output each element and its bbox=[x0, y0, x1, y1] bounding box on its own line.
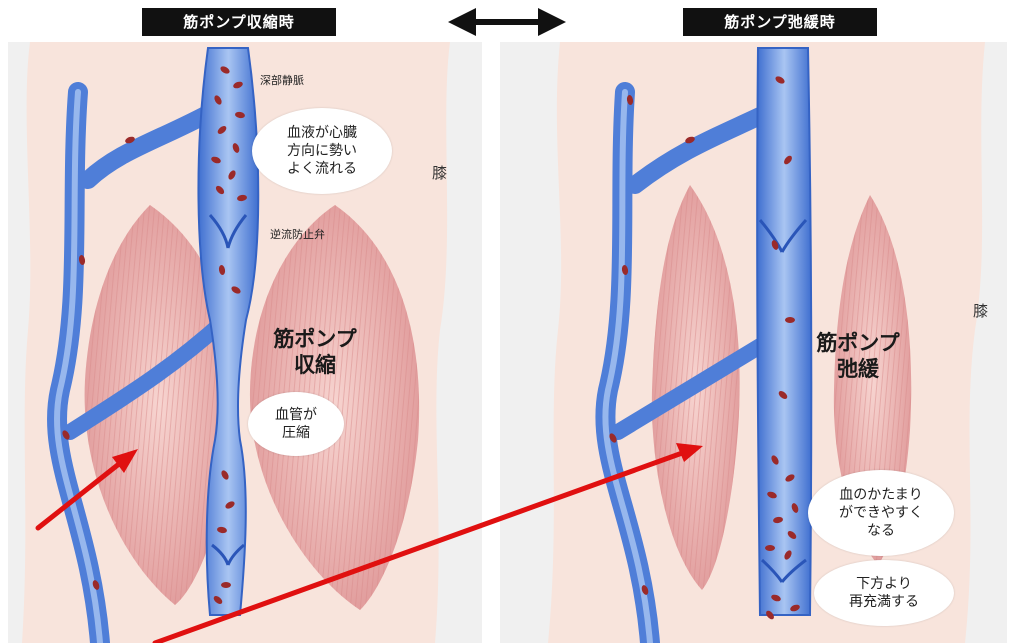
left-muscle-label-line1: 筋ポンプ bbox=[255, 326, 375, 352]
right-muscle-label-line2: 弛緩 bbox=[798, 356, 918, 382]
bubble-refill-line1: 下方より bbox=[849, 575, 919, 593]
left-panel-title: 筋ポンプ収縮時 bbox=[142, 8, 336, 36]
bubble-compressed: 血管が 圧縮 bbox=[248, 392, 344, 456]
right-panel-title: 筋ポンプ弛緩時 bbox=[683, 8, 877, 36]
deep-vein-label: 深部静脈 bbox=[260, 72, 304, 88]
bubble-clot-line3: なる bbox=[839, 522, 923, 540]
left-knee-label: 膝 bbox=[432, 162, 447, 183]
bubble-clot: 血のかたまり ができやすく なる bbox=[808, 470, 954, 556]
right-muscle-label-line1: 筋ポンプ bbox=[798, 330, 918, 356]
right-panel bbox=[500, 42, 1007, 643]
valve-label: 逆流防止弁 bbox=[270, 226, 325, 242]
bubble-blood-flow-line1: 血液が心臓 bbox=[287, 124, 357, 142]
right-knee-label: 膝 bbox=[973, 300, 988, 321]
right-muscle-label: 筋ポンプ 弛緩 bbox=[798, 330, 918, 382]
left-muscle-label: 筋ポンプ 収縮 bbox=[255, 326, 375, 378]
bubble-refill: 下方より 再充満する bbox=[814, 560, 954, 626]
bubble-blood-flow: 血液が心臓 方向に勢い よく流れる bbox=[252, 108, 392, 194]
bubble-compressed-line2: 圧縮 bbox=[275, 424, 317, 442]
bubble-clot-line2: ができやすく bbox=[839, 504, 923, 522]
bubble-compressed-line1: 血管が bbox=[275, 406, 317, 424]
bubble-blood-flow-line3: よく流れる bbox=[287, 160, 357, 178]
bubble-blood-flow-line2: 方向に勢い bbox=[287, 142, 357, 160]
bubble-clot-line1: 血のかたまり bbox=[839, 486, 923, 504]
double-headed-arrow-icon bbox=[448, 8, 566, 36]
left-muscle-label-line2: 収縮 bbox=[255, 352, 375, 378]
bubble-refill-line2: 再充満する bbox=[849, 593, 919, 611]
